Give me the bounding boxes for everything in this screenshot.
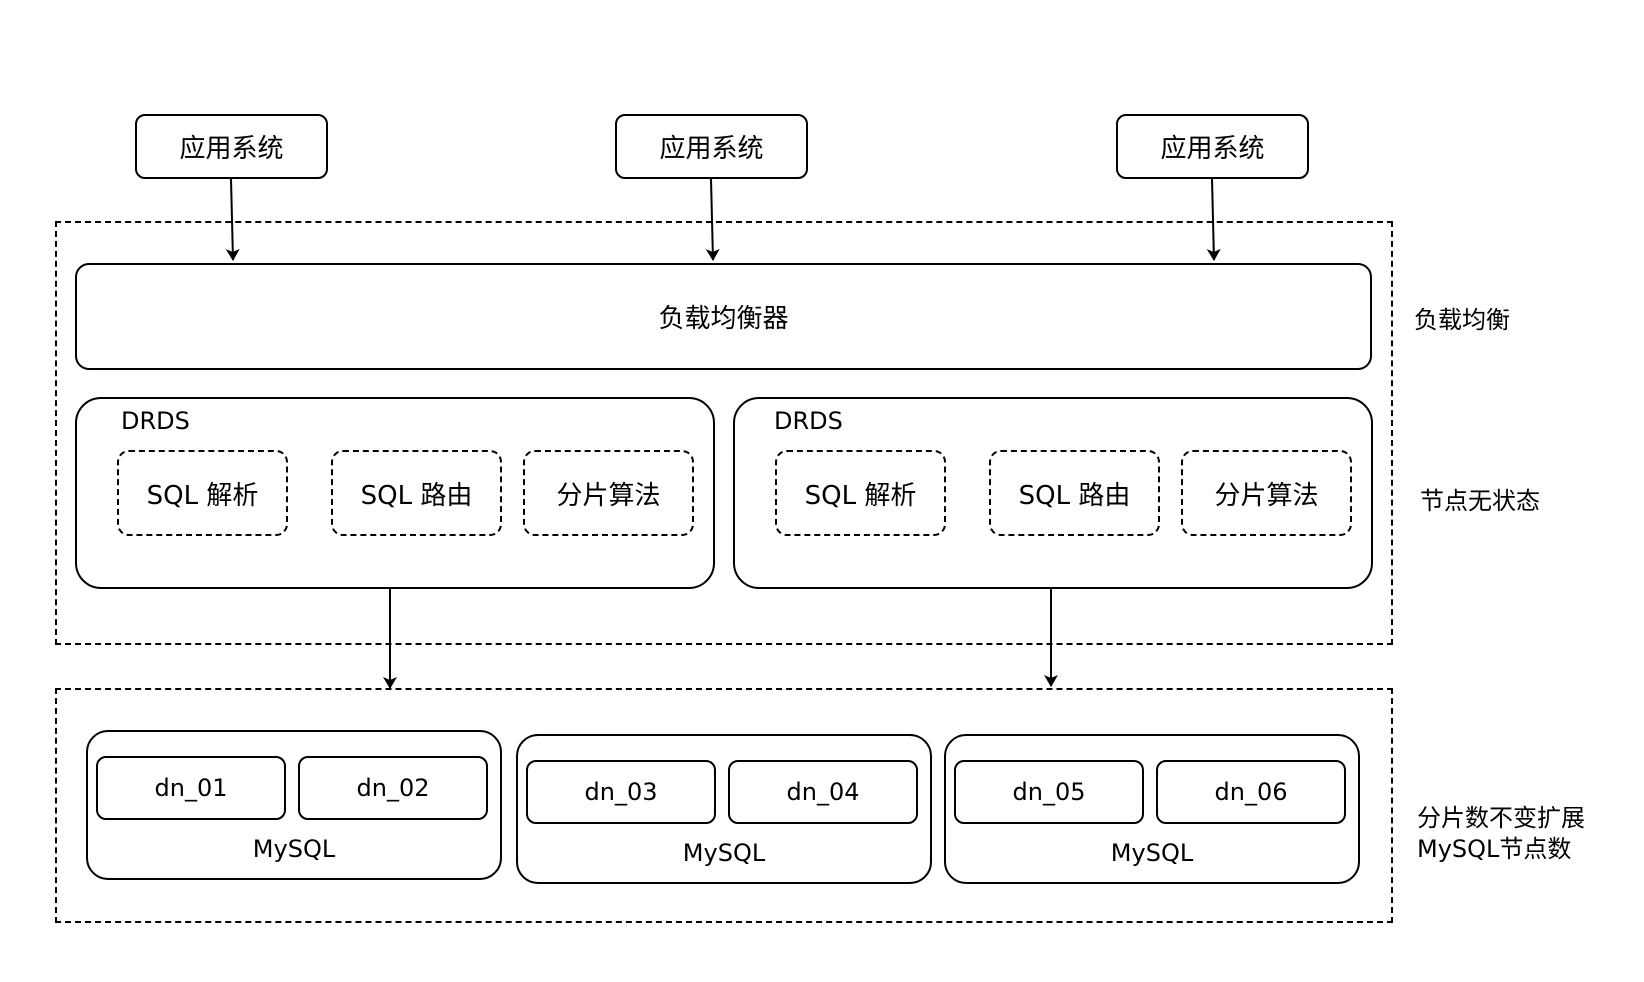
storage-layer-region [55,688,1393,923]
drds-node: DRDS SQL 解析 SQL 路由 分片算法 [75,397,715,589]
mysql-label: MySQL [252,835,336,863]
sql-parse-module: SQL 解析 [117,450,288,536]
mysql-label: MySQL [682,839,766,867]
side-label-scale-line1: 分片数不变扩展 [1417,804,1585,832]
arrow-app1-to-lb [225,178,240,261]
app-system-box: 应用系统 [615,114,808,179]
shard-algorithm-module: 分片算法 [523,450,694,536]
arrow-app2-to-lb [705,178,720,261]
mysql-label: MySQL [1110,839,1194,867]
drds-title: DRDS [121,407,190,435]
shard-box: dn_01 [96,756,286,820]
drds-title: DRDS [774,407,843,435]
shard-box: dn_05 [954,760,1144,824]
shard-box: dn_03 [526,760,716,824]
sql-route-module: SQL 路由 [989,450,1160,536]
side-label-scale-line2: MySQL节点数 [1417,835,1572,863]
mysql-instance: dn_03 dn_04 MySQL [516,734,932,884]
drds-node: DRDS SQL 解析 SQL 路由 分片算法 [733,397,1373,589]
side-label-stateless: 节点无状态 [1420,487,1540,515]
app-system-box: 应用系统 [1116,114,1309,179]
mysql-instance: dn_05 dn_06 MySQL [944,734,1360,884]
sql-parse-module: SQL 解析 [775,450,946,536]
sql-route-module: SQL 路由 [331,450,502,536]
compute-layer-region [55,221,1393,645]
arrow-app3-to-lb [1206,178,1221,261]
shard-box: dn_04 [728,760,918,824]
shard-box: dn_06 [1156,760,1346,824]
shard-box: dn_02 [298,756,488,820]
shard-algorithm-module: 分片算法 [1181,450,1352,536]
side-label-load-balance: 负载均衡 [1414,306,1510,334]
app-system-box: 应用系统 [135,114,328,179]
mysql-instance: dn_01 dn_02 MySQL [86,730,502,880]
load-balancer-box: 负载均衡器 [75,263,1372,370]
